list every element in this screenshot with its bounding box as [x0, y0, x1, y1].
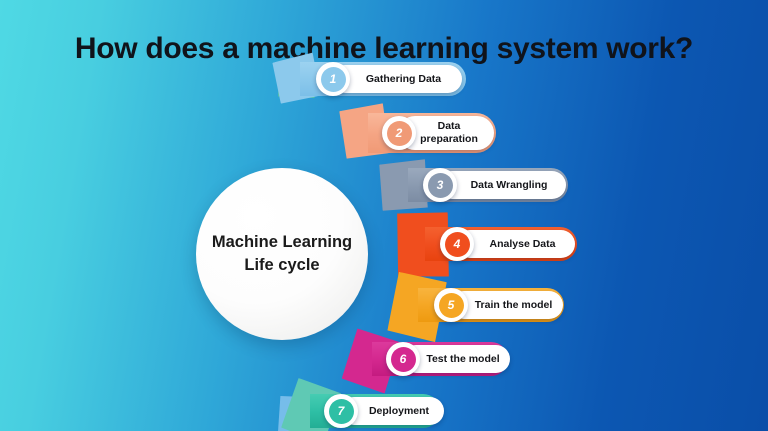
step-5-number: 5	[438, 292, 464, 318]
center-circle-line-2: Life cycle	[244, 256, 320, 274]
center-circle: Machine Learning Life cycle	[196, 168, 368, 340]
step-2-number: 2	[386, 120, 412, 146]
step-6-number-badge: 6	[386, 342, 420, 376]
step-2-label: Data preparation	[420, 120, 478, 145]
step-5-pill[interactable]: Train the model	[450, 291, 563, 319]
step-3-number: 3	[427, 172, 453, 198]
step-data-preparation[interactable]: Data preparation 2	[368, 113, 500, 153]
step-7-number-badge: 7	[324, 394, 358, 428]
step-data-wrangling[interactable]: Data Wrangling 3	[408, 168, 574, 202]
step-7-number: 7	[328, 398, 354, 424]
step-4-label: Analyse Data	[489, 237, 556, 250]
step-test-the-model[interactable]: Test the model 6	[372, 342, 514, 376]
step-6-pill[interactable]: Test the model	[402, 345, 510, 373]
step-5-number-badge: 5	[434, 288, 468, 322]
step-4-number-badge: 4	[440, 227, 474, 261]
step-3-pill[interactable]: Data Wrangling	[438, 171, 566, 199]
step-1-pill[interactable]: Gathering Data	[331, 65, 462, 93]
page-title: How does a machine learning system work?	[74, 32, 694, 66]
step-3-label: Data Wrangling	[470, 178, 548, 191]
step-gathering-data[interactable]: Gathering Data 1	[300, 62, 472, 96]
step-6-label: Test the model	[426, 352, 500, 365]
step-6-number: 6	[390, 346, 416, 372]
step-train-the-model[interactable]: Train the model 5	[418, 288, 570, 322]
step-3-number-badge: 3	[423, 168, 457, 202]
step-1-label: Gathering Data	[365, 72, 442, 85]
step-7-label: Deployment	[368, 404, 430, 417]
step-4-number: 4	[444, 231, 470, 257]
step-4-pill[interactable]: Analyse Data	[456, 230, 575, 258]
step-2-number-badge: 2	[382, 116, 416, 150]
step-1-number: 1	[320, 66, 346, 92]
step-5-label: Train the model	[474, 298, 553, 311]
step-analyse-data[interactable]: Analyse Data 4	[425, 227, 583, 261]
step-1-number-badge: 1	[316, 62, 350, 96]
step-deployment[interactable]: Deployment 7	[310, 394, 446, 428]
center-circle-line-1: Machine Learning	[211, 233, 353, 252]
